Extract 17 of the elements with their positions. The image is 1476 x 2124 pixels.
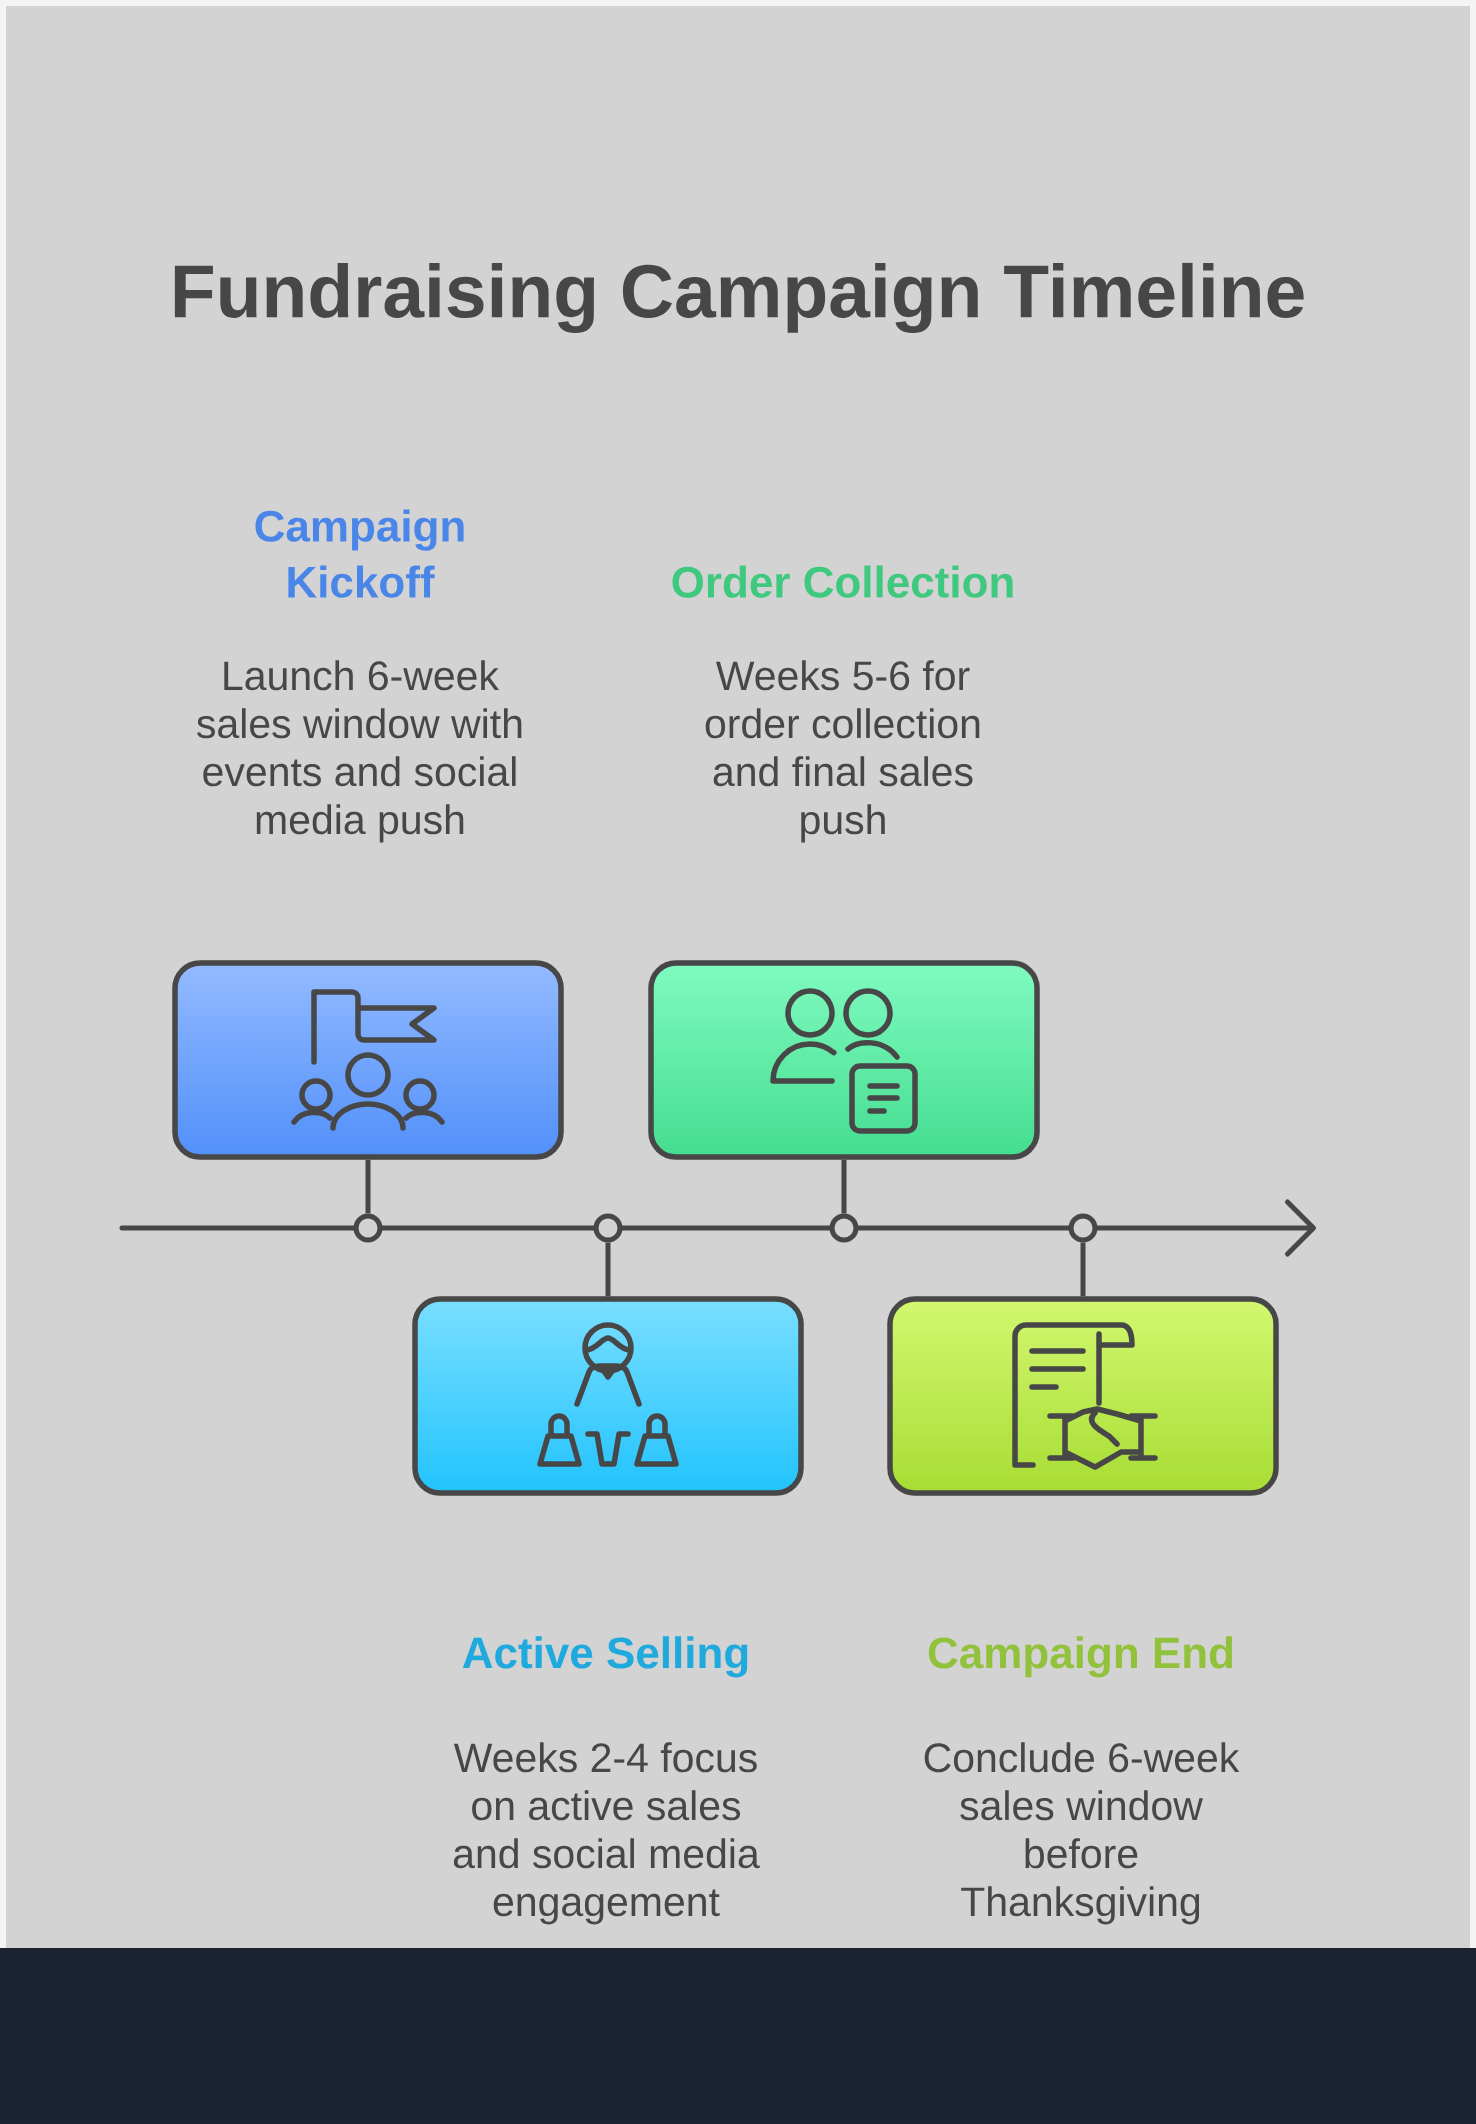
title: Fundraising Campaign Timeline — [174, 262, 1304, 334]
connector-line — [841, 1159, 847, 1214]
timeline-dot — [829, 1213, 859, 1243]
timeline-dot — [593, 1213, 623, 1243]
heading: Active Selling — [462, 1636, 748, 1678]
timeline-dot — [353, 1213, 383, 1243]
heading: Order Collection — [672, 565, 1013, 598]
heading: Campaign Kickoff — [255, 509, 464, 598]
timeline-dot — [1068, 1213, 1098, 1243]
connector-line — [365, 1159, 371, 1214]
description: Launch 6-week sales window with events and social media push — [197, 660, 522, 843]
description: Weeks 5-6 for order collection and final sales push — [705, 660, 980, 843]
heading: Campaign End — [928, 1636, 1233, 1678]
description: Conclude 6-week sales window before Thanksgiving — [924, 1742, 1240, 1925]
connector-line — [1080, 1242, 1086, 1297]
description: Weeks 2-4 focus on active sales and social media engagement — [453, 1742, 760, 1925]
connector-line — [605, 1242, 611, 1297]
